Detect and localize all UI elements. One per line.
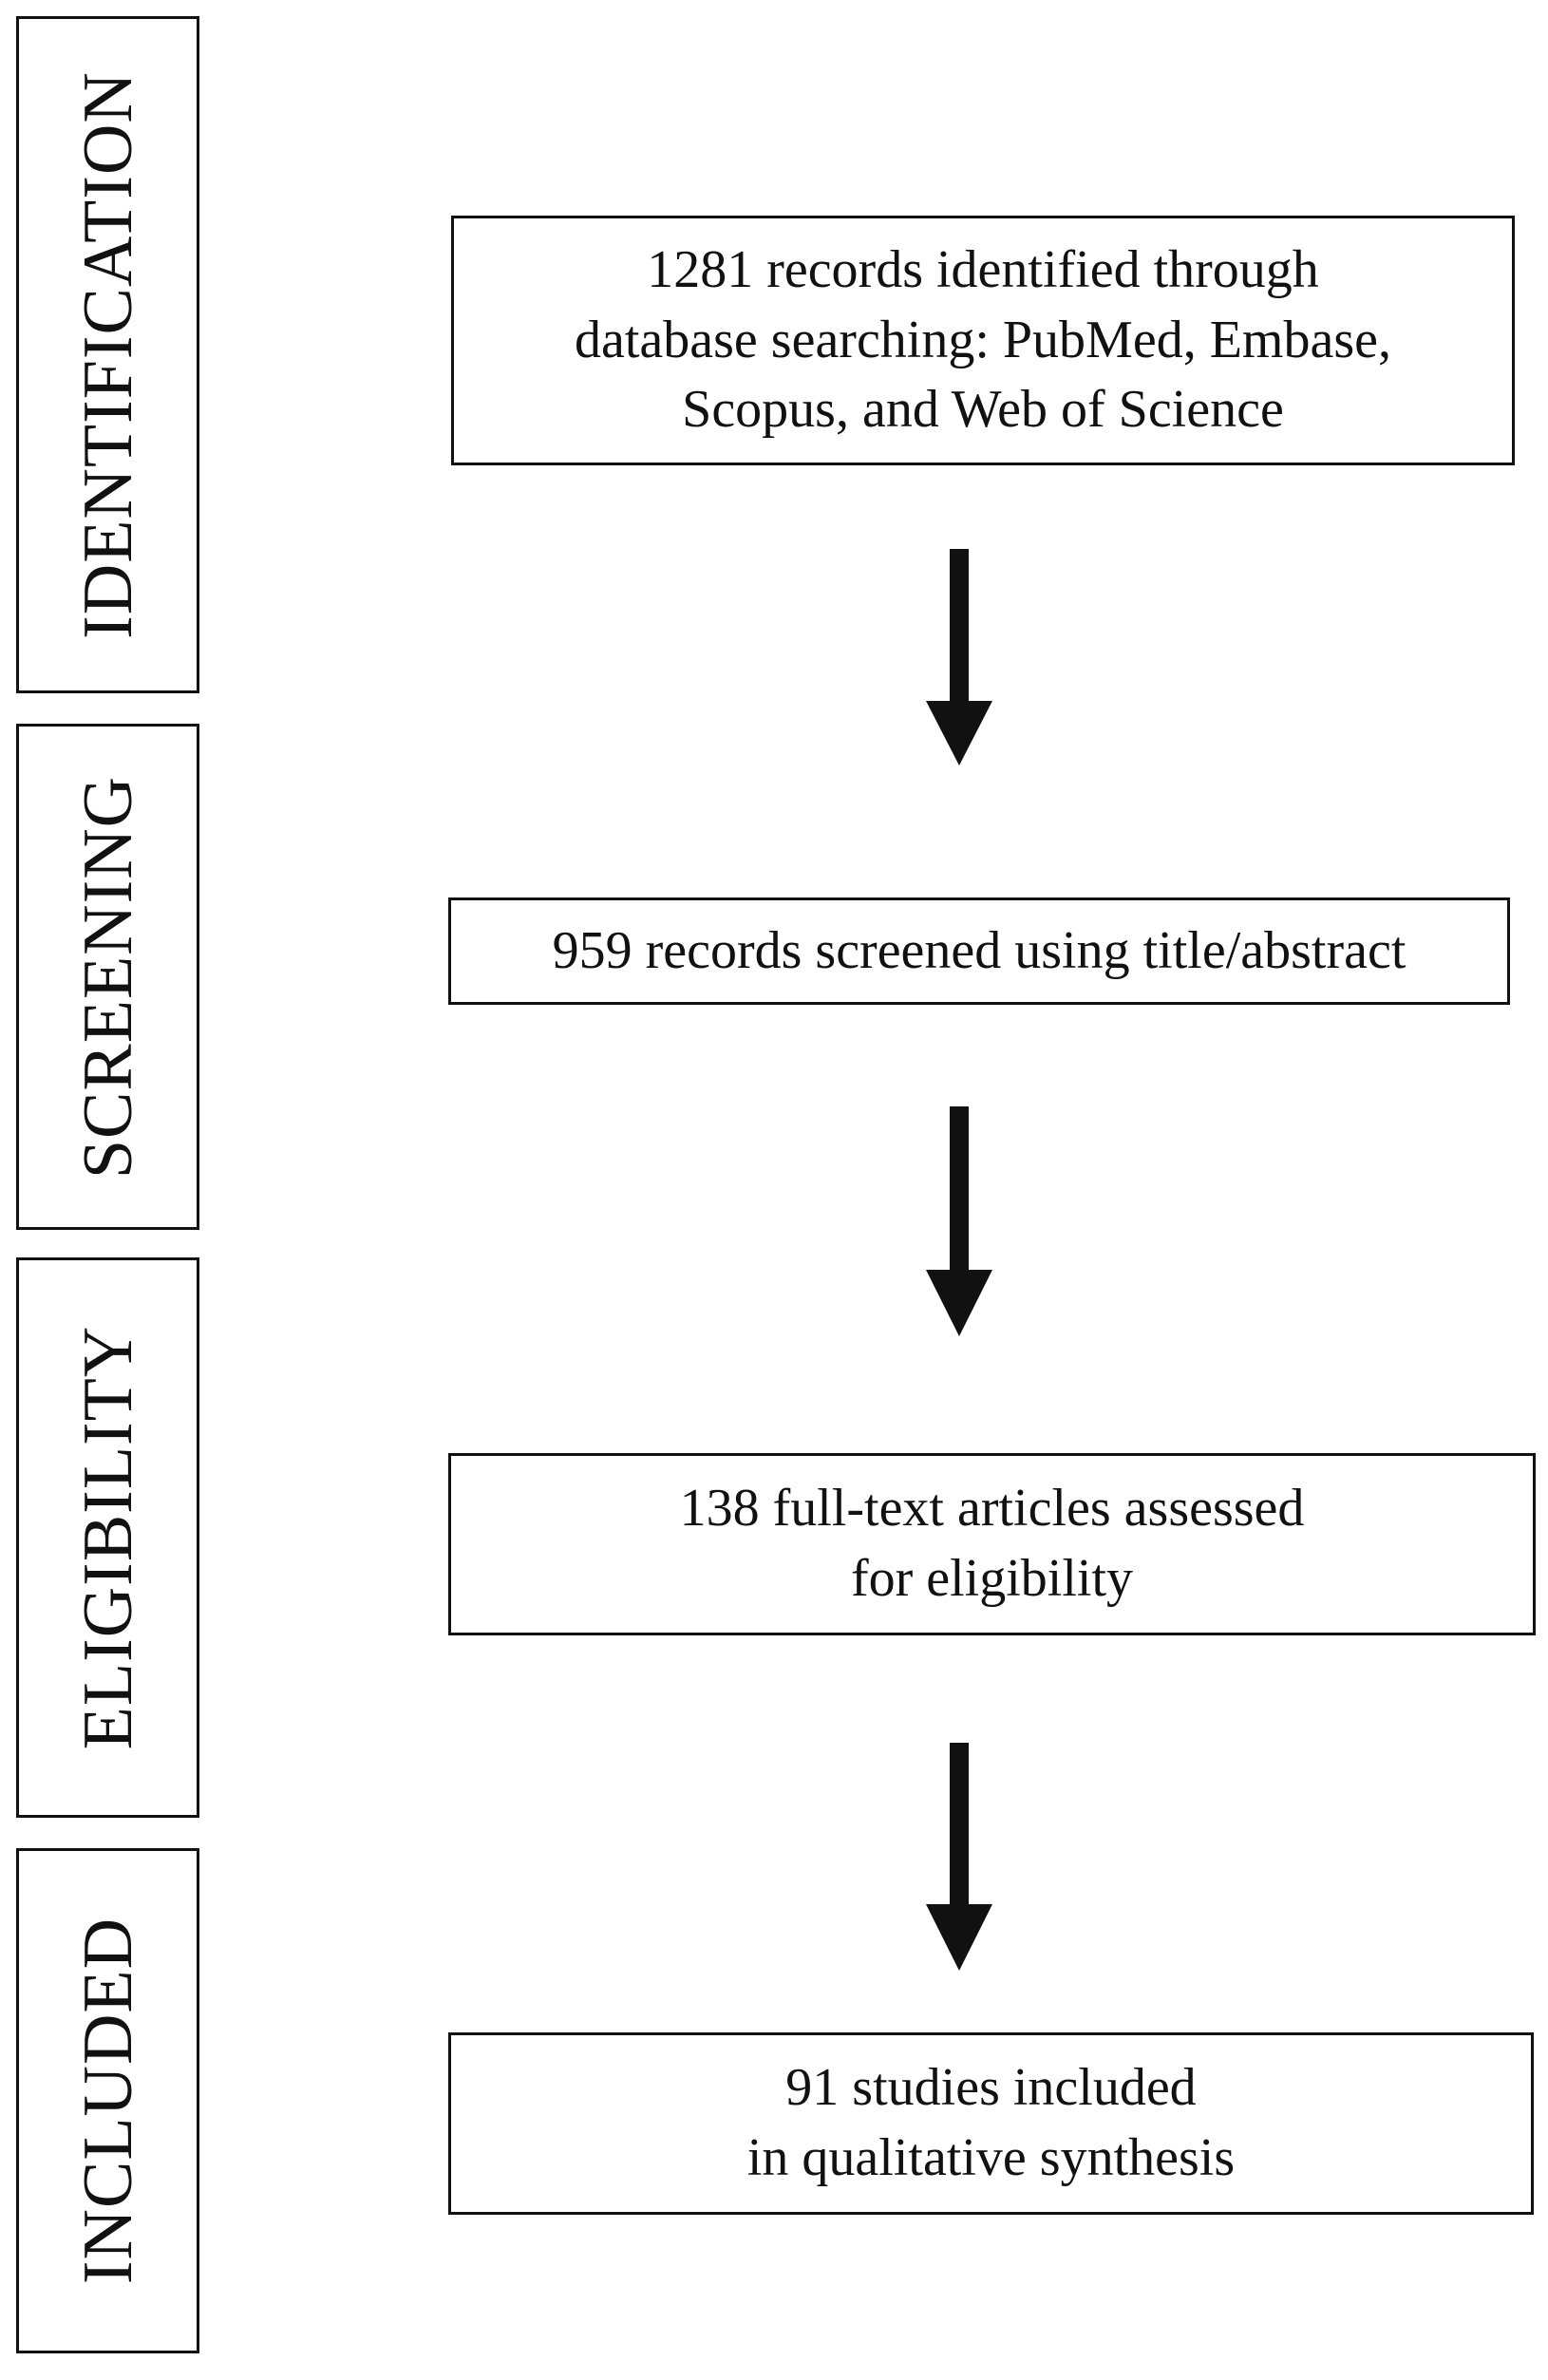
stage-label-screening: SCREENING (68, 775, 147, 1179)
stage-screening: SCREENING (16, 724, 199, 1230)
screening-box: 959 records screened using title/abstrac… (448, 897, 1510, 1005)
eligibility-line-2: for eligibility (850, 1549, 1134, 1608)
included-line-1: 91 studies included (785, 2058, 1197, 2118)
stage-label-included: INCLUDED (68, 1917, 147, 2285)
stage-label-eligibility: ELIGIBILITY (68, 1325, 147, 1750)
eligibility-box: 138 full-text articles assessed for elig… (448, 1453, 1536, 1635)
identification-line-2: database searching: PubMed, Embase, (575, 310, 1391, 369)
eligibility-line-1: 138 full-text articles assessed (679, 1479, 1305, 1539)
arrow-down-icon (926, 1743, 992, 1971)
identification-line-3: Scopus, and Web of Science (682, 380, 1284, 440)
screening-line-1: 959 records screened using title/abstrac… (552, 920, 1406, 980)
included-box: 91 studies included in qualitative synth… (448, 2032, 1534, 2215)
identification-box: 1281 records identified through database… (451, 216, 1515, 465)
included-line-2: in qualitative synthesis (746, 2128, 1236, 2187)
stage-label-identification: IDENTIFICATION (68, 70, 147, 639)
stage-identification: IDENTIFICATION (16, 16, 199, 693)
stage-eligibility: ELIGIBILITY (16, 1257, 199, 1818)
arrow-down-icon (926, 1106, 992, 1336)
arrow-down-icon (926, 549, 992, 765)
identification-line-1: 1281 records identified through (647, 239, 1319, 299)
stage-included: INCLUDED (16, 1848, 199, 2353)
